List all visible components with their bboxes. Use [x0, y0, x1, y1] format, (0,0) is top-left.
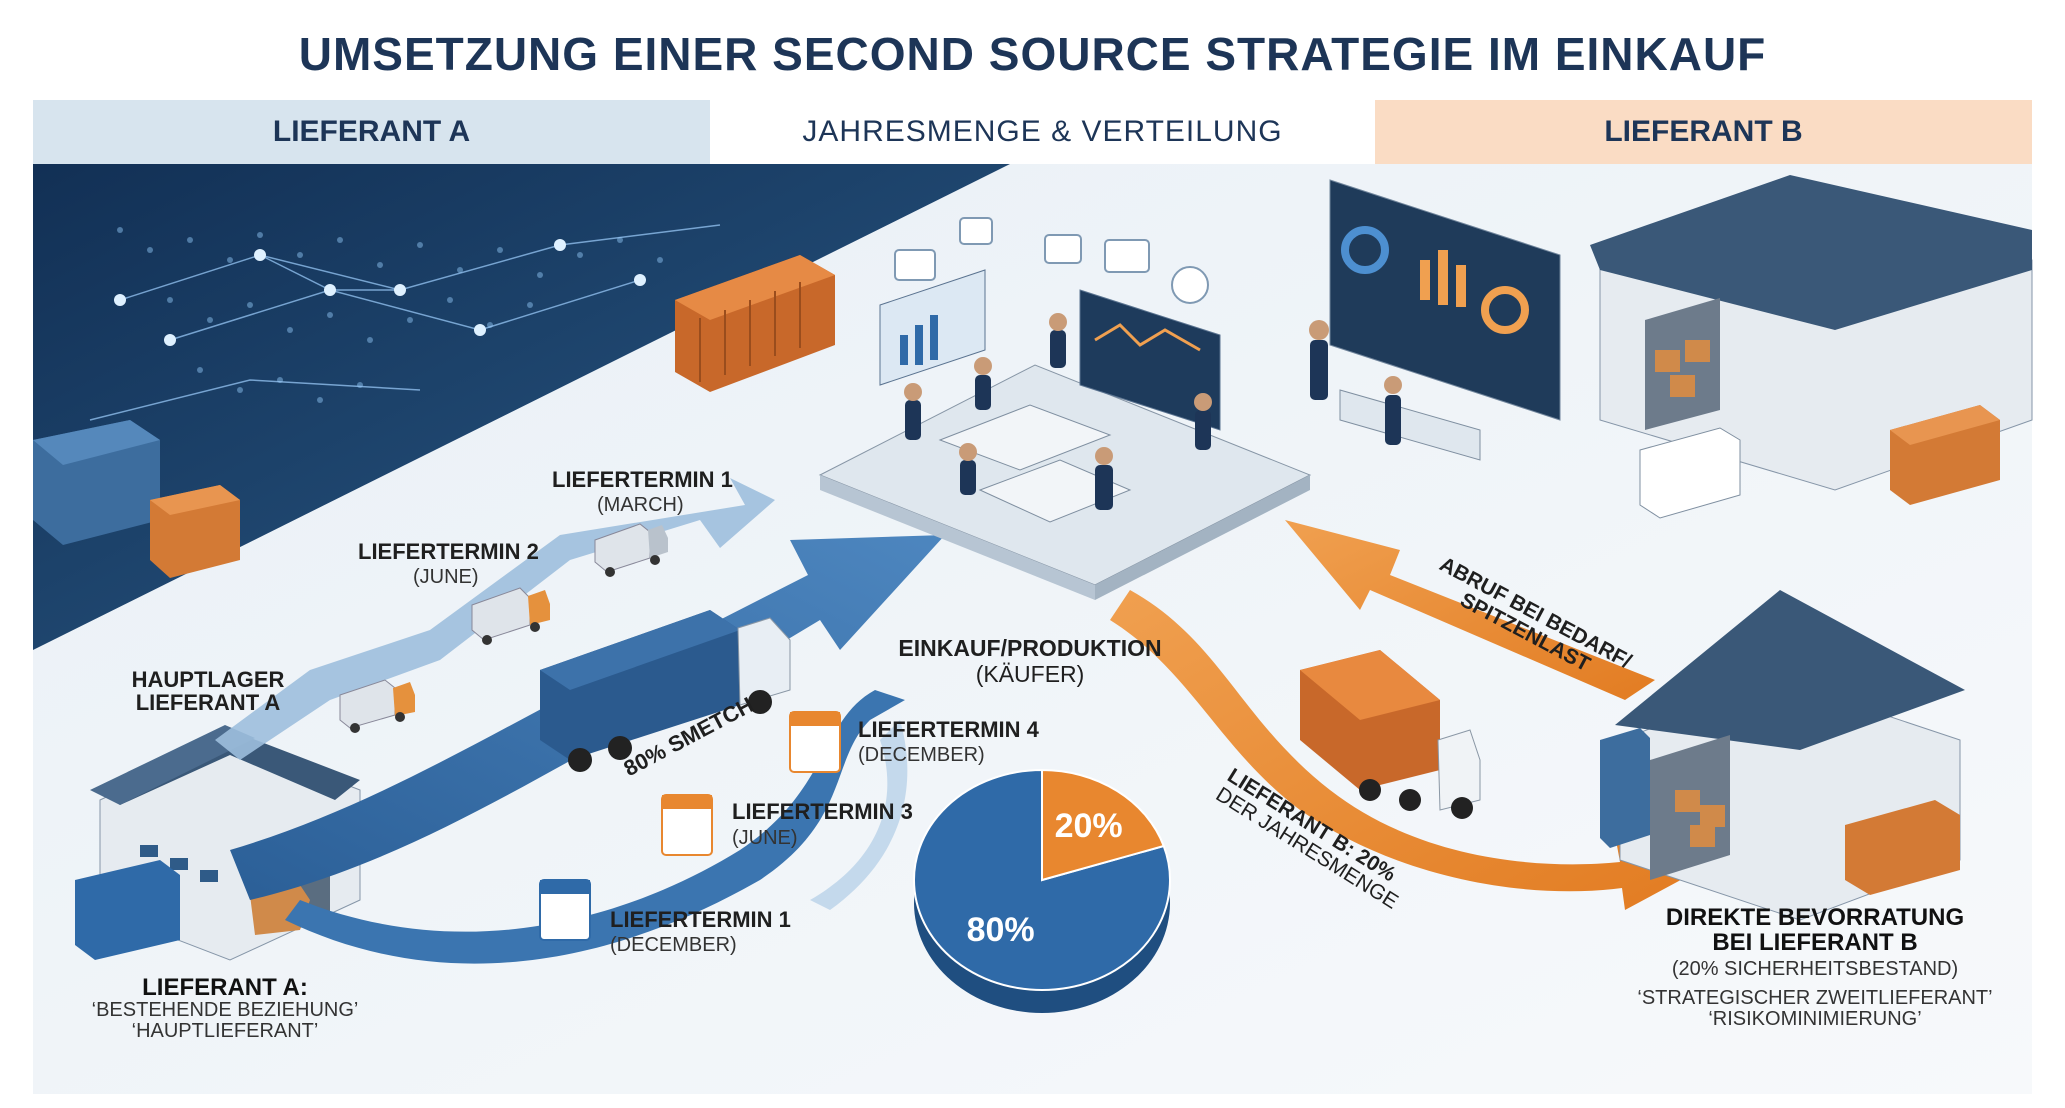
call-off-arrow — [1285, 520, 1655, 700]
page-title: UMSETZUNG EINER SECOND SOURCE STRATEGIE … — [298, 28, 1767, 80]
pie-slice-label: 20% — [1055, 807, 1123, 845]
supplier-b-caption-line1: ‘STRATEGISCHER ZWEITLIEFERANT’ — [1637, 987, 1993, 1010]
delivery-arrow-b — [1110, 590, 1690, 910]
supplier-a-caption-line1: ‘BESTEHENDE BEZIEHUNG’ — [91, 999, 359, 1022]
header-supplier-b: LIEFERANT B — [1375, 100, 2032, 164]
warehouse-b-top — [1590, 175, 2033, 519]
delivery-month: (MARCH) — [597, 494, 684, 516]
supplier-a-caption: LIEFERANT A: ‘BESTEHENDE BEZIEHUNG’ ‘HAU… — [60, 975, 390, 1042]
truck-small-3 — [594, 523, 668, 577]
center-label-line1: EINKAUF/PRODUKTION — [898, 635, 1162, 661]
control-room — [1309, 179, 1561, 461]
pie-slice — [1041, 768, 1166, 882]
delivery-month: (DECEMBER) — [858, 744, 985, 766]
truck-large-orange — [1300, 650, 1481, 819]
delivery-label: LIEFERTERMIN 2 — [358, 539, 539, 564]
supplier-b-caption-line2: ‘RISIKOMINIMIERUNG’ — [1708, 1008, 1922, 1031]
pie-slice-label: 80% — [967, 911, 1035, 949]
truck-small-1 — [339, 679, 415, 733]
delivery-label: LIEFERTERMIN 1 — [610, 907, 791, 932]
supplier-b-caption-title2: BEI LIEFERANT B — [1712, 929, 1918, 957]
world-map-panel — [33, 164, 1010, 650]
purchasing-office — [818, 217, 1312, 600]
warehouse-a-label-line2: LIEFERANT A — [135, 690, 281, 716]
delivery-label: LIEFERTERMIN 4 — [858, 717, 1039, 742]
route-a-lower — [285, 690, 908, 964]
header-supplier-a: LIEFERANT A — [33, 100, 710, 164]
delivery-label: LIEFERTERMIN 1 — [552, 467, 733, 492]
delivery-month: (JUNE) — [732, 827, 798, 849]
center-label-line2: (KÄUFER) — [975, 661, 1085, 688]
warehouse-b-bottom — [1600, 590, 1965, 921]
supplier-b-caption-sub: (20% SICHERHEITSBESTAND) — [1671, 958, 1959, 981]
truck-large-blue — [540, 610, 791, 772]
delivery-month: (JUNE) — [413, 566, 479, 588]
delivery-label: LIEFERTERMIN 3 — [732, 799, 913, 824]
supplier-b-caption-title1: DIREKTE BEVORRATUNG — [1665, 904, 1965, 931]
supplier-a-caption-title: LIEFERANT A: — [142, 974, 308, 1001]
delivery-month: (DECEMBER) — [610, 934, 737, 956]
header-annual-volume: JAHRESMENGE & VERTEILUNG — [710, 100, 1375, 164]
warehouse-a-label: HAUPTLAGER LIEFERANT A — [108, 668, 308, 714]
truck-small-2 — [471, 587, 550, 645]
calendar-icon — [539, 711, 841, 941]
supplier-a-caption-line2: ‘HAUPTLIEFERANT’ — [131, 1020, 319, 1043]
warehouse-a-label-line1: HAUPTLAGER — [131, 667, 285, 692]
distribution-pie-chart: 80% 20% — [913, 768, 1171, 1013]
supplier-b-caption: DIREKTE BEVORRATUNG BEI LIEFERANT B (20%… — [1605, 905, 2025, 1030]
center-label: EINKAUF/PRODUKTION (KÄUFER) — [880, 636, 1180, 686]
